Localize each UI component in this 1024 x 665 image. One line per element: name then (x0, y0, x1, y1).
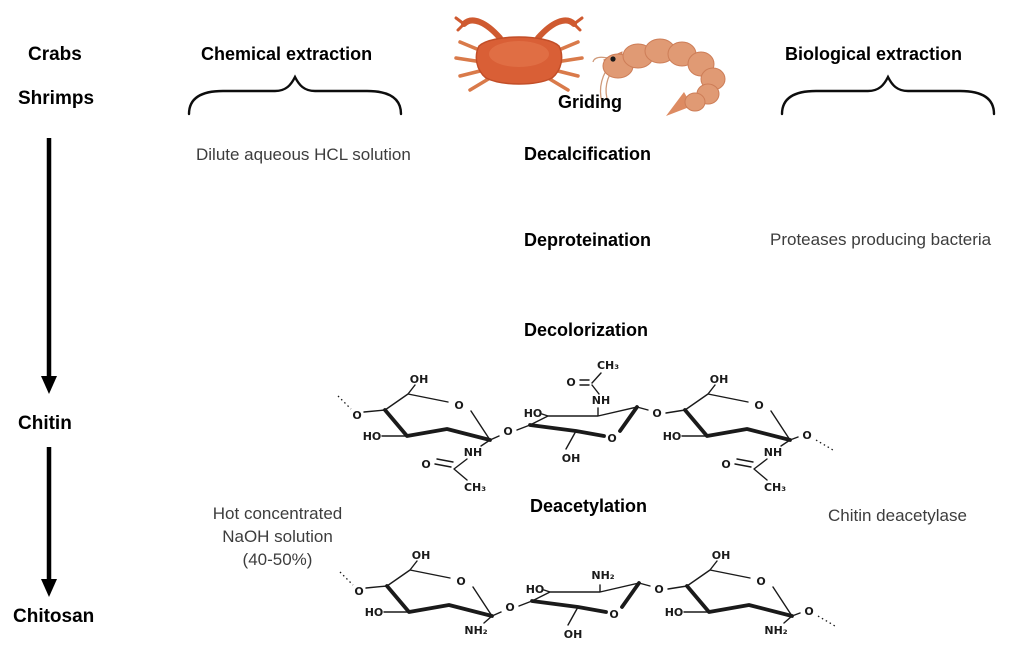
atom-label-nh: NH (764, 446, 782, 459)
atom-label-o: O (566, 376, 575, 389)
atom-label-ho: HO (365, 606, 384, 619)
atom-label-o: O (505, 601, 514, 614)
atom-label-oh: OH (412, 549, 431, 562)
atom-label-o: O (652, 407, 661, 420)
atom-label-ho: HO (526, 583, 545, 596)
atom-label-nh: NH (592, 394, 610, 407)
step-deproteination: Deproteination (524, 230, 652, 250)
label-crabs: Crabs (28, 44, 82, 65)
naoh-line1: Hot concentrated (212, 504, 343, 523)
step-decalcification: Decalcification (524, 144, 652, 164)
step-decolorization: Decolorization (524, 320, 649, 340)
atom-label-o: O (721, 458, 730, 471)
atom-label-o: O (454, 399, 463, 412)
arrow-sources-to-chitin (41, 138, 57, 394)
atom-label-ho: HO (663, 430, 682, 443)
arrowhead-down (41, 579, 57, 597)
chitin-structure: O OH O HO NH O CH₃ O HO NH O CH₃ O OH O … (337, 359, 834, 494)
label-hcl-agent: Dilute aqueous HCL solution (196, 145, 411, 164)
arrow-chitin-to-chitosan (41, 447, 57, 597)
chitin-bonds (337, 372, 834, 481)
chitin-atom-labels: O OH O HO NH O CH₃ O HO NH O CH₃ O OH O … (352, 359, 811, 494)
chitosan-bonds-and-labels: O OH O HO NH₂ O HO NH₂ O OH O OH O HO NH… (339, 549, 836, 641)
arrowhead-down (41, 376, 57, 394)
atom-label-oh: OH (710, 373, 729, 386)
shrimp-image (592, 38, 726, 116)
step-griding: Griding (558, 92, 622, 112)
atom-label-o: O (756, 575, 765, 588)
atom-label-o: O (503, 425, 512, 438)
atom-label-ch3: CH₃ (764, 481, 786, 494)
title-biological-extraction: Biological extraction (785, 44, 963, 64)
title-chemical-extraction: Chemical extraction (201, 44, 373, 64)
atom-label-nh2: NH₂ (591, 569, 614, 582)
atom-label-o: O (804, 605, 813, 618)
label-chitin-deacetylase-agent: Chitin deacetylase (828, 506, 967, 525)
label-naoh-agent: Hot concentrated NaOH solution (40-50%) (190, 502, 365, 571)
naoh-line2: NaOH solution (222, 527, 333, 546)
crab-shell-highlight (489, 41, 549, 67)
atom-label-o: O (802, 429, 811, 442)
atom-label-o: O (354, 585, 363, 598)
brace-chemical (187, 74, 403, 116)
brace-biological (780, 74, 996, 116)
atom-label-oh: OH (712, 549, 731, 562)
atom-label-ho: HO (524, 407, 543, 420)
atom-label-nh2: NH₂ (464, 624, 487, 637)
step-deacetylation: Deacetylation (530, 496, 648, 516)
atom-label-ho: HO (363, 430, 382, 443)
naoh-line3: (40-50%) (242, 550, 313, 569)
atom-label-nh: NH (464, 446, 482, 459)
atom-label-o: O (654, 583, 663, 596)
atom-label-o: O (754, 399, 763, 412)
atom-label-oh: OH (562, 452, 581, 465)
atom-label-ho: HO (665, 606, 684, 619)
atom-label-ch3: CH₃ (597, 359, 619, 372)
label-shrimps: Shrimps (18, 88, 95, 109)
atom-label-o: O (352, 409, 361, 422)
label-chitin: Chitin (18, 413, 72, 434)
label-chitosan: Chitosan (13, 606, 95, 627)
atom-label-nh2: NH₂ (764, 624, 787, 637)
atom-label-o: O (421, 458, 430, 471)
shrimp-eye (610, 56, 616, 62)
atom-label-oh: OH (564, 628, 583, 641)
label-proteases-agent: Proteases producing bacteria (770, 230, 992, 249)
atom-label-ch3: CH₃ (464, 481, 486, 494)
chitosan-structure: O OH O HO NH₂ O HO NH₂ O OH O OH O HO NH… (339, 549, 836, 641)
crab-claws (454, 16, 584, 41)
atom-label-o: O (609, 608, 618, 621)
shrimp-body-segments (602, 38, 726, 112)
atom-label-oh: OH (410, 373, 429, 386)
atom-label-o: O (456, 575, 465, 588)
crab-image (454, 16, 584, 92)
atom-label-o: O (607, 432, 616, 445)
